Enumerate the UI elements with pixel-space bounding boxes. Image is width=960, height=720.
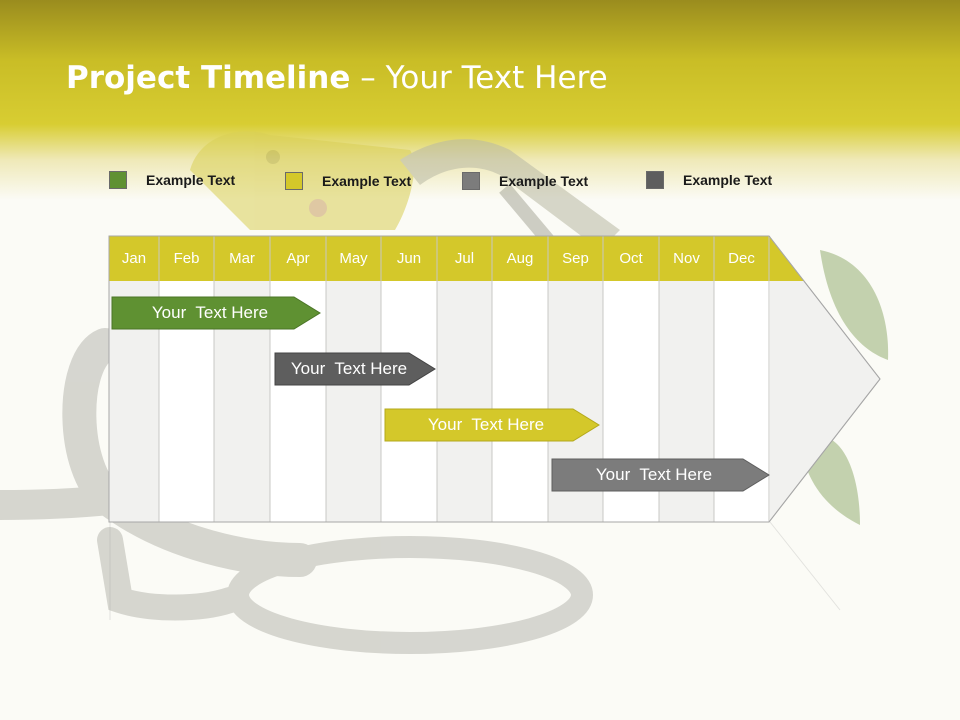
task-bar-2-label: Your Text Here <box>290 359 408 378</box>
month-apr: Apr <box>286 250 310 267</box>
month-oct: Oct <box>619 250 643 267</box>
legend-label-2: Example Text <box>322 173 412 189</box>
month-header-strip <box>109 236 804 281</box>
month-jan: Jan <box>121 250 147 267</box>
legend-swatch-4 <box>646 171 664 189</box>
month-may: May <box>339 250 368 267</box>
month-aug: Aug <box>506 250 534 267</box>
title-rest: – Your Text Here <box>350 60 608 96</box>
task-bar-1-label: Your Text Here <box>151 303 269 322</box>
task-bar-4 <box>551 458 770 492</box>
month-mar: Mar <box>229 250 255 267</box>
legend-label-4: Example Text <box>683 172 773 188</box>
month-dec: Dec <box>728 250 755 267</box>
task-bar-3 <box>384 408 600 442</box>
legend-item-4: Example Text <box>646 171 786 191</box>
legend-swatch-3 <box>462 172 480 190</box>
month-feb: Feb <box>173 250 200 267</box>
legend-swatch-2 <box>285 172 303 190</box>
legend-label-1: Example Text <box>146 172 236 188</box>
timeline-reflection <box>109 521 841 620</box>
month-jun: Jun <box>396 250 422 267</box>
task-bar-1 <box>111 296 321 330</box>
legend-label-3: Example Text <box>499 173 589 189</box>
task-bar-4-label: Your Text Here <box>595 465 713 484</box>
page-title: Project Timeline – Your Text Here <box>66 60 608 96</box>
month-nov: Nov <box>673 250 700 267</box>
task-bar-2 <box>274 352 436 386</box>
legend-item-1: Example Text <box>109 171 249 191</box>
legend-item-3: Example Text <box>462 172 602 192</box>
legend-item-2: Example Text <box>285 172 425 192</box>
task-bar-3-label: Your Text Here <box>427 415 545 434</box>
month-jul: Jul <box>454 250 475 267</box>
month-sep: Sep <box>562 250 589 267</box>
title-bold: Project Timeline <box>66 60 351 96</box>
legend-swatch-1 <box>109 171 127 189</box>
